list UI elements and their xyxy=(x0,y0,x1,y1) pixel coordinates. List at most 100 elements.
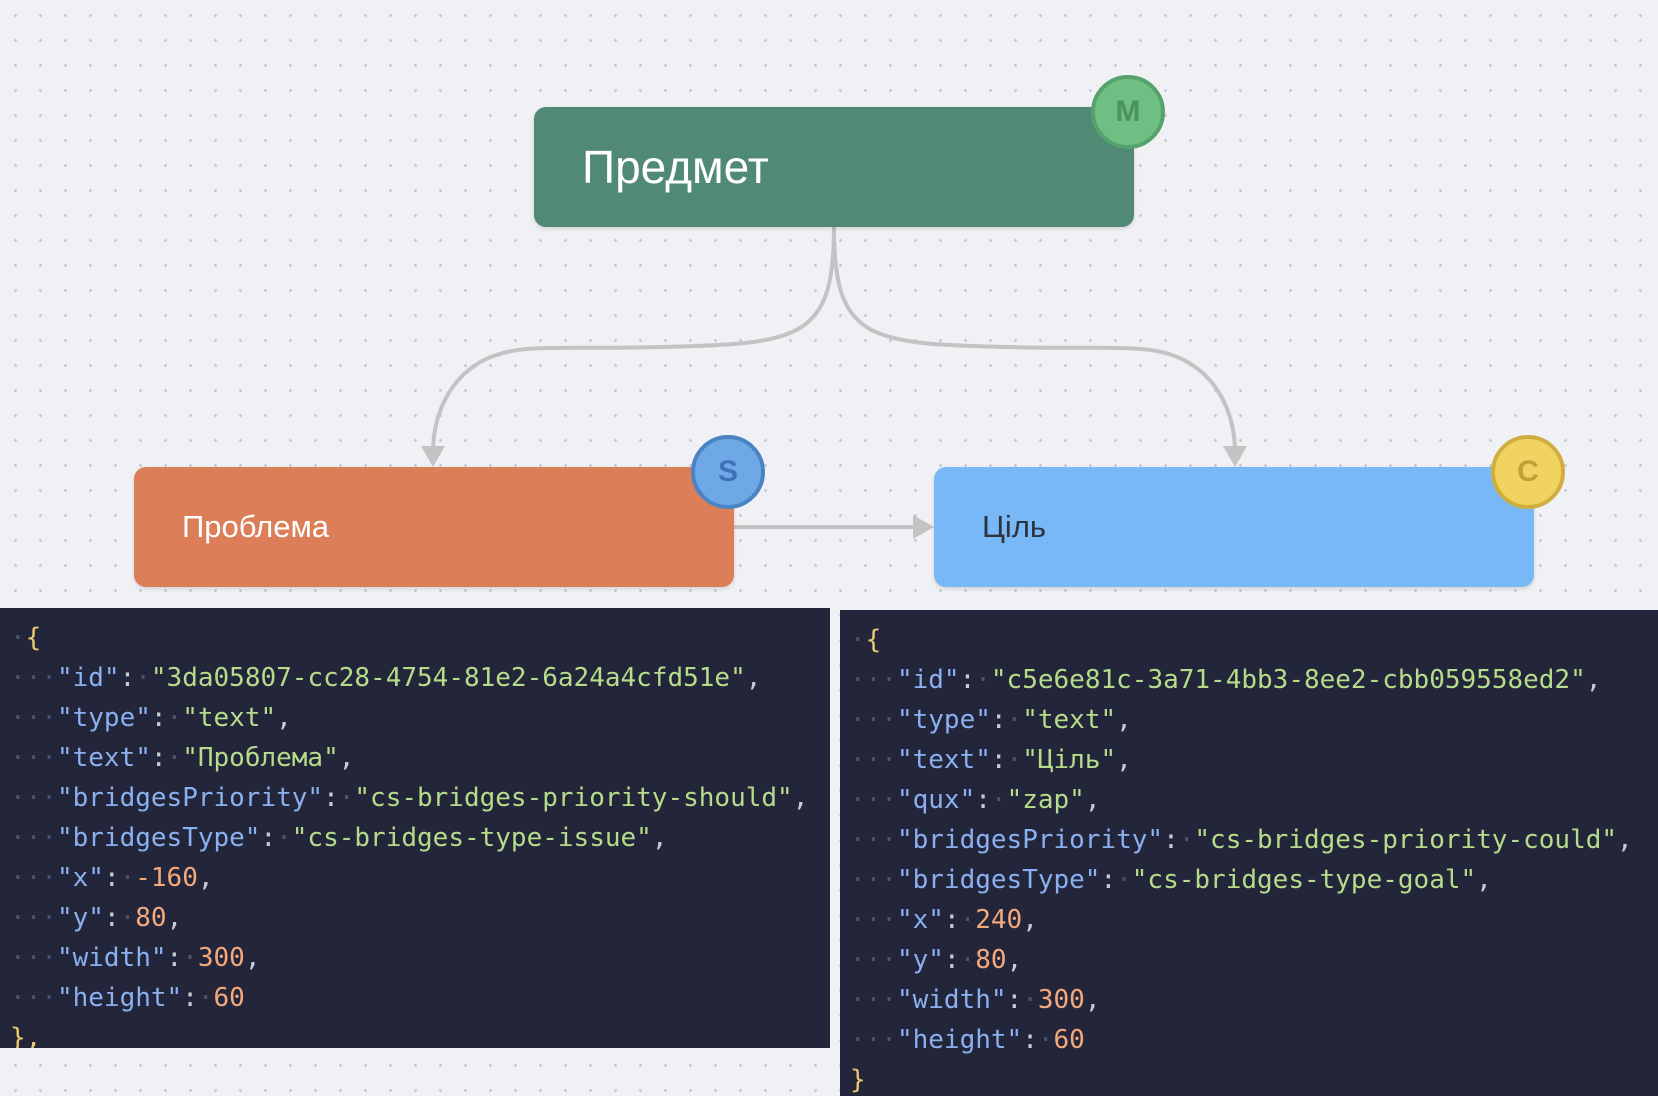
indent-guide: ··· xyxy=(850,825,897,855)
json-open-line: ·{ xyxy=(10,618,830,658)
json-value: "text" xyxy=(182,703,277,733)
json-key: "bridgesPriority" xyxy=(896,825,1164,855)
json-punctuation: : xyxy=(990,745,1007,775)
indent-guide: · xyxy=(197,983,214,1013)
indent-guide: · xyxy=(1178,825,1195,855)
edge-subject-to-goal[interactable] xyxy=(832,226,1238,458)
node-subject-label: Предмет xyxy=(582,141,769,193)
json-value: 60 xyxy=(213,983,245,1013)
json-open-brace: { xyxy=(865,625,882,655)
node-goal[interactable]: Ціль xyxy=(934,467,1534,587)
json-key: "height" xyxy=(56,983,183,1013)
json-close-brace: }, xyxy=(10,1023,42,1048)
indent-guide: · xyxy=(1006,745,1023,775)
json-separator: , xyxy=(651,823,668,853)
json-key: "width" xyxy=(56,943,167,973)
json-value: 80 xyxy=(135,903,167,933)
indent-guide: ··· xyxy=(850,1025,897,1055)
priority-badge-must[interactable]: M xyxy=(1091,75,1165,149)
json-separator: , xyxy=(197,863,214,893)
json-separator: , xyxy=(1585,665,1602,695)
json-line: ···"bridgesType":·"cs-bridges-type-goal"… xyxy=(850,860,1658,900)
json-panel-goal[interactable]: ·{···"id":·"c5e6e81c-3a71-4bb3-8ee2-cbb0… xyxy=(840,610,1658,1096)
indent-guide: · xyxy=(1037,1025,1054,1055)
json-line: ···"bridgesPriority":·"cs-bridges-priori… xyxy=(10,778,830,818)
json-punctuation: : xyxy=(166,943,183,973)
indent-guide: · xyxy=(975,665,991,695)
node-goal-label: Ціль xyxy=(982,509,1047,544)
indent-guide: ··· xyxy=(850,705,897,735)
json-line: ···"width":·300, xyxy=(10,938,830,978)
json-line: ···"qux":·"zap", xyxy=(850,780,1658,820)
indent-guide: ··· xyxy=(850,665,897,695)
json-value: 300 xyxy=(197,943,245,973)
json-panel-problem[interactable]: ·{···"id":·"3da05807-cc28-4754-81e2-6a24… xyxy=(0,608,830,1048)
indent-guide: ··· xyxy=(10,903,57,933)
indent-guide: ··· xyxy=(850,785,897,815)
json-punctuation: : xyxy=(975,785,991,815)
json-open-line: ·{ xyxy=(850,620,1658,660)
indent-guide: ··· xyxy=(850,865,897,895)
edge-subject-to-problem[interactable] xyxy=(430,226,836,458)
indent-guide: ··· xyxy=(10,783,57,813)
json-separator: , xyxy=(244,943,261,973)
json-key: "x" xyxy=(896,905,944,935)
json-punctuation: : xyxy=(260,823,277,853)
json-separator: , xyxy=(792,783,809,813)
indent-guide: ··· xyxy=(10,663,57,693)
json-value: "cs-bridges-priority-should" xyxy=(354,783,793,813)
json-punctuation: : xyxy=(119,663,136,693)
node-problem[interactable]: Проблема xyxy=(134,467,734,587)
json-separator: , xyxy=(1022,905,1038,935)
json-punctuation: : xyxy=(323,783,339,813)
json-close-line: }, xyxy=(10,1018,830,1048)
json-line: ···"x":·-160, xyxy=(10,858,830,898)
json-value: "text" xyxy=(1022,705,1117,735)
indent-guide: · xyxy=(959,945,976,975)
json-separator: , xyxy=(745,663,762,693)
indent-guide: · xyxy=(182,943,198,973)
node-problem-label: Проблема xyxy=(182,509,330,544)
indent-guide: · xyxy=(338,783,355,813)
json-value: 80 xyxy=(975,945,1007,975)
json-separator: , xyxy=(1476,865,1492,895)
edge-arrowhead-goal xyxy=(1223,446,1247,467)
priority-badge-should[interactable]: S xyxy=(691,435,765,509)
json-separator: , xyxy=(1006,945,1023,975)
json-punctuation: : xyxy=(943,905,960,935)
json-line: ···"height":·60 xyxy=(850,1020,1658,1060)
json-value: 240 xyxy=(975,905,1023,935)
json-punctuation: : xyxy=(990,705,1007,735)
json-punctuation: : xyxy=(182,983,198,1013)
indent-guide: ··· xyxy=(10,943,57,973)
json-value: 60 xyxy=(1053,1025,1085,1055)
json-value: "cs-bridges-priority-could" xyxy=(1194,825,1618,855)
json-line: ···"x":·240, xyxy=(850,900,1658,940)
node-subject[interactable]: Предмет xyxy=(534,107,1134,227)
json-key: "type" xyxy=(896,705,991,735)
json-key: "y" xyxy=(896,945,944,975)
json-line: ···"id":·"c5e6e81c-3a71-4bb3-8ee2-cbb059… xyxy=(850,660,1658,700)
json-line: ···"text":·"Проблема", xyxy=(10,738,830,778)
indent-guide: · xyxy=(119,903,136,933)
indent-guide: · xyxy=(10,623,26,653)
edge-arrowhead-goal-side xyxy=(913,515,934,539)
indent-guide: ··· xyxy=(10,823,57,853)
json-line: ···"bridgesType":·"cs-bridges-type-issue… xyxy=(10,818,830,858)
json-separator: , xyxy=(276,703,292,733)
json-punctuation: : xyxy=(1163,825,1179,855)
indent-guide: · xyxy=(959,905,976,935)
indent-guide: · xyxy=(135,663,151,693)
indent-guide: ··· xyxy=(10,983,57,1013)
json-punctuation: : xyxy=(103,863,120,893)
indent-guide: · xyxy=(166,743,183,773)
diagram-canvas[interactable]: Предмет M Проблема S Ціль C xyxy=(0,0,1658,610)
json-value: "cs-bridges-type-goal" xyxy=(1131,865,1477,895)
edges-layer xyxy=(421,226,1247,539)
indent-guide: ··· xyxy=(10,703,57,733)
json-close-brace: } xyxy=(850,1065,866,1095)
json-punctuation: : xyxy=(943,945,960,975)
json-key: "width" xyxy=(896,985,1007,1015)
json-punctuation: : xyxy=(103,903,120,933)
priority-badge-could[interactable]: C xyxy=(1491,435,1565,509)
